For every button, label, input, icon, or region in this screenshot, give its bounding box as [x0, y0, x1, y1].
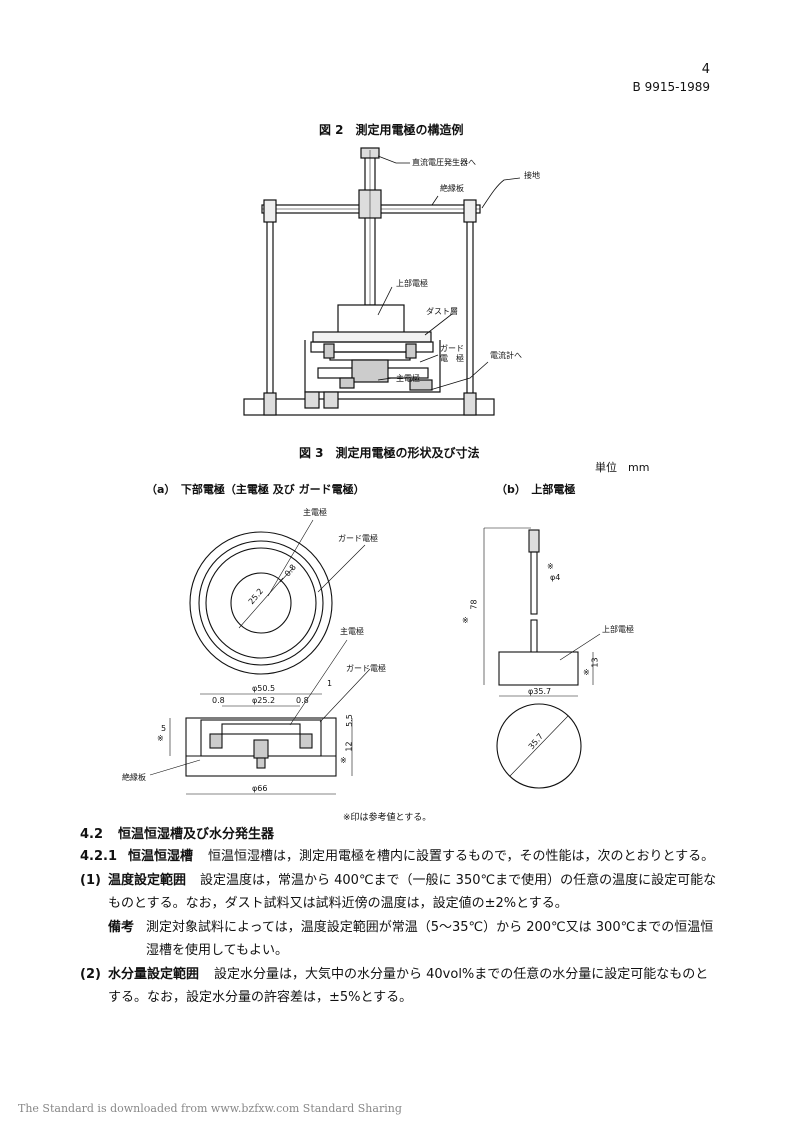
a-label-guard-mid: ガード電極 [346, 664, 386, 673]
item-2-number: (2) [80, 967, 101, 982]
a-label-main-mid: 主電極 [340, 627, 364, 636]
a-star-12: ※ [340, 756, 347, 765]
item-2-text-line1: 設定水分量は，大気中の水分量から 40vol%までの任意の水分量に設定可能なもの… [214, 967, 709, 982]
label-insulator: 絶縁板 [440, 184, 464, 193]
label-upper-electrode: 上部電極 [396, 279, 428, 288]
item-1-number: (1) [80, 873, 101, 888]
a-dim-phi25-2: φ25.2 [252, 696, 276, 705]
a-label-insulator: 絶縁板 [122, 773, 146, 782]
item-2-title: 水分量設定範囲 [108, 967, 200, 982]
section-heading-number: 4.2 [80, 827, 104, 842]
a-dim-0-8-left: 0.8 [212, 696, 225, 705]
b-label-upper: 上部電極 [602, 625, 634, 634]
b-star-phi4: ※ [547, 562, 554, 571]
item-1-text-line1: 設定温度は，常温から 400℃まで（一般に 350℃まで使用）の任意の温度に設定… [200, 873, 717, 888]
clause-4-2-1-text: 恒温恒湿槽は，測定用電極を槽内に設置するもので，その性能は，次のとおりとする。 [208, 849, 715, 864]
a-dim-0-8-right: 0.8 [296, 696, 309, 705]
b-star-78: ※ [462, 616, 469, 625]
clause-4-2-1-number: 4.2.1 [80, 849, 118, 864]
label-ammeter: 電流計へ [490, 351, 522, 360]
label-dc-generator: 直流電圧発生器へ [412, 158, 476, 167]
clause-4-2-1-title: 恒温恒湿槽 [128, 849, 194, 864]
standard-number: B 9915-1989 [632, 80, 710, 94]
page-number: 4 [701, 62, 710, 77]
footer-watermark: The Standard is downloaded from www.bzfx… [18, 1102, 402, 1115]
a-label-main-top: 主電極 [303, 508, 327, 517]
section-heading-text: 恒温恒湿槽及び水分発生器 [118, 827, 275, 842]
item-1-title: 温度設定範囲 [108, 873, 187, 888]
a-dim-phi50-5: φ50.5 [252, 684, 276, 693]
item-1-text-line2: ものとする。なお，ダスト試料又は試料近傍の温度は，設定値の±2%とする。 [108, 896, 568, 911]
b-dim-13: 13 [590, 657, 600, 668]
a-dim-1: 1 [327, 679, 333, 688]
a-dim-5-5: 5.5 [344, 714, 354, 727]
a-star-5: ※ [157, 734, 164, 743]
b-dim-phi35-7: φ35.7 [528, 687, 552, 696]
figure3-title: 図 3 測定用電極の形状及び寸法 [299, 446, 480, 460]
unit-label: 単位 mm [595, 461, 650, 474]
remark-text-line1: 測定対象試料によっては，温度設定範囲が常温（5～35℃）から 200℃又は 30… [146, 920, 714, 935]
subfigure-a-title: （a） 下部電極（主電極 及び ガード電極） [146, 483, 365, 496]
a-dim-phi66: φ66 [252, 784, 268, 793]
item-2-text-line2: する。なお，設定水分量の許容差は，±5%とする。 [108, 990, 413, 1005]
b-dim-phi4: φ4 [550, 573, 561, 582]
figure2-title: 図 2 測定用電極の構造例 [319, 123, 464, 137]
remark-title: 備考 [108, 920, 135, 935]
label-guard-electrode: ガード 電 極 [440, 344, 464, 363]
a-label-guard-top: ガード電極 [338, 534, 378, 543]
label-dust-layer: ダスト層 [426, 307, 458, 316]
label-main-electrode: 主電極 [396, 374, 420, 383]
figure3-note: ※印は参考値とする。 [343, 813, 432, 823]
a-dim-5: 5 [161, 724, 167, 733]
b-star-13: ※ [583, 668, 590, 677]
a-dim-12: 12 [344, 741, 354, 752]
label-ground: 接地 [524, 171, 540, 180]
subfigure-b-title: （b） 上部電極 [496, 483, 576, 496]
b-dim-78: 78 [469, 599, 479, 610]
remark-text-line2: 湿槽を使用してもよい。 [146, 943, 288, 958]
